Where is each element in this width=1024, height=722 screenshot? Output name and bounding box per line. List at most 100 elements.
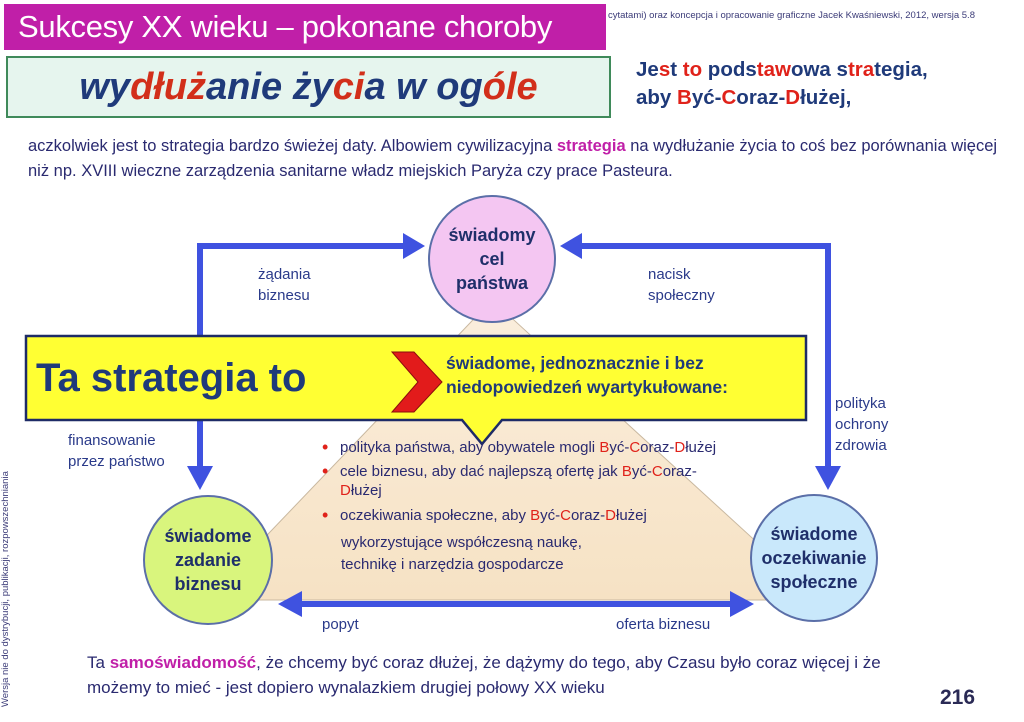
- circle-text: świadome: [770, 524, 858, 544]
- strategy-statement: Jest to podstawowa strategia, aby Być-Co…: [636, 56, 1024, 112]
- bullet-item: cele biznesu, aby dać najlepszą ofertę j…: [318, 462, 788, 500]
- intro-text: na wydłużanie życia to coś bez porównani…: [28, 137, 998, 180]
- label-line: biznesu: [258, 287, 310, 304]
- circle-text: świadome: [164, 526, 252, 546]
- closing-highlight: samoświadomość: [109, 653, 257, 672]
- subtitle-part: wy: [79, 66, 131, 108]
- txt: oraz-: [640, 439, 675, 456]
- txt-red: taw: [756, 58, 791, 81]
- txt: łużej: [350, 482, 382, 499]
- credit-note: cytatami) oraz koncepcja i opracowanie g…: [608, 10, 975, 21]
- txt-red: D: [674, 439, 686, 456]
- subtitle-part-red: ci: [332, 66, 365, 108]
- circle-text: zadanie: [174, 550, 242, 570]
- label-business-offer: oferta biznesu: [616, 616, 711, 633]
- txt: yć-: [631, 463, 652, 480]
- bullet-text: oczekiwania społeczne, aby: [340, 507, 531, 524]
- label-health-policy: polityka ochrony zdrowia: [835, 393, 888, 456]
- callout-line: niedopowiedzeń wyartykułowane:: [446, 377, 728, 397]
- bullet-continuation: technikę i narzędzia gospodarcze: [341, 556, 564, 573]
- arrowhead-top-right: [560, 233, 582, 259]
- circle-text: biznesu: [174, 574, 242, 594]
- label-line: finansowanie: [68, 432, 156, 449]
- txt: tegia,: [874, 58, 928, 81]
- txt-red: C: [721, 86, 737, 109]
- bullet-text: cele biznesu, aby dać najlepszą ofertę j…: [340, 463, 622, 480]
- circle-text: państwa: [455, 273, 529, 293]
- arrowhead-top-left: [403, 233, 425, 259]
- strategy-bullets: polityka państwa, aby obywatele mogli By…: [318, 438, 788, 530]
- txt-red: to: [682, 58, 703, 81]
- callout-line: świadome, jednoznacznie i bez: [446, 353, 704, 373]
- txt-red: D: [340, 482, 351, 499]
- intro-highlight: strategia: [556, 137, 626, 155]
- callout-heading: Ta strategia to: [36, 356, 307, 400]
- strategy-line-1: Jest to podstawowa strategia,: [636, 56, 1024, 84]
- bullet-item: polityka państwa, aby obywatele mogli By…: [318, 438, 788, 457]
- label-line: żądania: [258, 266, 311, 283]
- txt: oraz-: [662, 463, 697, 480]
- subtitle-part-red: óle: [482, 66, 538, 108]
- arrow-top-right: [580, 243, 831, 470]
- txt: łużej: [685, 439, 717, 456]
- subtitle-part: a w og: [364, 66, 483, 108]
- txt: aby: [636, 86, 678, 109]
- txt-red: C: [560, 507, 571, 524]
- txt-red: s: [658, 58, 671, 81]
- txt: pods: [702, 58, 757, 81]
- strategy-line-2: aby Być-Coraz-Dłużej,: [636, 84, 1024, 112]
- txt: łużej,: [800, 86, 852, 109]
- txt-red: B: [621, 463, 632, 480]
- txt-red: D: [785, 86, 801, 109]
- txt: yć-: [609, 439, 630, 456]
- txt-red: B: [599, 439, 610, 456]
- bullet-text: polityka państwa, aby obywatele mogli: [340, 439, 600, 456]
- arrowhead-down-left: [187, 466, 213, 490]
- txt-red: tra: [847, 58, 875, 81]
- txt: t: [670, 58, 683, 81]
- chevron-right-icon: [390, 351, 443, 413]
- circle-business-task: świadome zadanie biznesu: [143, 495, 273, 625]
- txt: oraz-: [736, 86, 786, 109]
- circle-text: oczekiwanie: [761, 548, 867, 568]
- txt: łużej: [616, 507, 647, 524]
- closing-text: Ta: [87, 653, 110, 672]
- circle-text: cel: [479, 249, 505, 269]
- bullet-item: oczekiwania społeczne, aby Być-Coraz-Dłu…: [318, 506, 788, 525]
- arrowhead-bottom-right: [730, 591, 754, 617]
- label-line: przez państwo: [68, 453, 165, 470]
- intro-text: aczkolwiek jest to strategia bardzo świe…: [28, 137, 557, 155]
- label-line: nacisk: [648, 266, 691, 283]
- subtitle-part: anie ży: [206, 66, 333, 108]
- txt-red: B: [677, 86, 692, 109]
- callout-description: świadome, jednoznacznie i bez niedopowie…: [446, 351, 728, 399]
- page-number: 216: [940, 686, 976, 709]
- txt-red: D: [605, 507, 616, 524]
- closing-paragraph: Ta samoświadomość, że chcemy być coraz d…: [87, 650, 937, 700]
- label-social-pressure: nacisk społeczny: [648, 264, 715, 306]
- circle-text: społeczne: [770, 572, 858, 592]
- txt-red: C: [651, 463, 663, 480]
- circle-state-goal: świadomy cel państwa: [428, 195, 556, 323]
- txt: yć-: [540, 507, 561, 524]
- txt: oraz-: [570, 507, 606, 524]
- txt-red: C: [629, 439, 641, 456]
- arrowhead-bottom-left: [278, 591, 302, 617]
- label-line: polityka: [835, 395, 886, 412]
- txt: owa s: [790, 58, 848, 81]
- txt: Je: [636, 58, 659, 81]
- slide-title: Sukcesy XX wieku – pokonane choroby: [4, 4, 606, 50]
- circle-text: świadomy: [448, 225, 536, 245]
- txt: yć-: [691, 86, 722, 109]
- txt-red: B: [530, 507, 541, 524]
- subtitle-box: wydłużanie życia w ogóle: [6, 56, 611, 118]
- distribution-note: Wersja nie do dystrybucji, publikacji, r…: [0, 471, 11, 707]
- label-state-funding: finansowanie przez państwo: [68, 430, 165, 472]
- intro-paragraph: aczkolwiek jest to strategia bardzo świe…: [28, 134, 1008, 184]
- label-line: ochrony: [835, 416, 889, 433]
- subtitle-part-red: dłuż: [130, 66, 207, 108]
- bullet-continuation: wykorzystujące współczesną naukę,: [341, 534, 582, 551]
- label-demand: popyt: [322, 616, 359, 633]
- label-business-demands: żądania biznesu: [258, 264, 311, 306]
- closing-text: , że chcemy być coraz dłużej, że dążymy …: [87, 653, 881, 697]
